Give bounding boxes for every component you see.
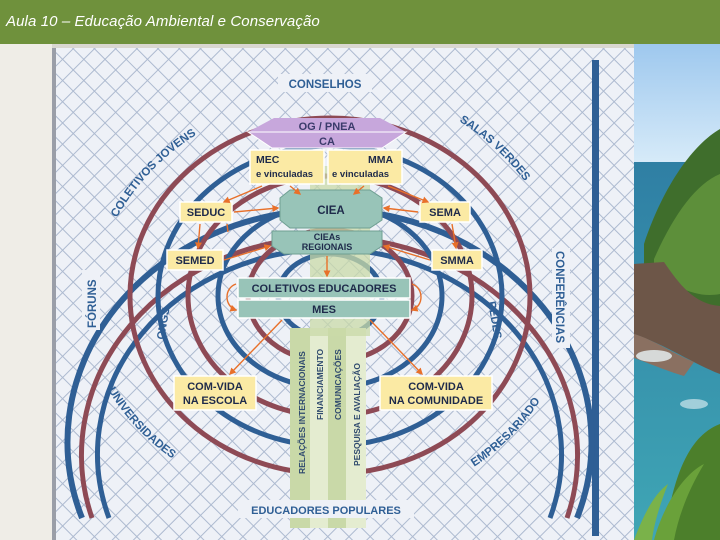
ring-label-ongs: ONGS [155, 307, 172, 341]
mma-sub-label: e vinculadas [332, 169, 389, 180]
column-relacoes [290, 328, 310, 528]
og-pnea-label: OG / PNEA [299, 121, 356, 133]
mec-sub-label: e vinculadas [256, 169, 313, 180]
column-label-pesquisa: PESQUISA E AVALIAÇÃO [352, 363, 362, 466]
comvida-escola-sub-label: NA ESCOLA [183, 395, 247, 407]
comvida-escola-label: COM-VIDA [187, 381, 243, 393]
comvida-escola-box [173, 375, 257, 411]
smma-label: SMMA [440, 255, 474, 267]
mma-label: MMA [368, 154, 393, 166]
mec-box [249, 149, 325, 185]
column-label-relacoes: RELAÇÕES INTERNACIONAIS [297, 351, 307, 474]
ring-label-foruns: FÓRUNS [86, 279, 99, 328]
sema-label: SEMA [429, 207, 461, 219]
environmental-education-diagram: CONSELHOS OG / PNEA CA MEC e vinculadas … [52, 48, 634, 540]
coastal-photo [634, 44, 720, 540]
smma-box [431, 249, 483, 271]
conselhos-label: CONSELHOS [289, 79, 362, 91]
ring-label-conferencias: CONFERÊNCIAS [553, 251, 566, 343]
comvida-comunidade-label: COM-VIDA [408, 381, 464, 393]
educadores-populares-label: EDUCADORES POPULARES [251, 505, 401, 517]
ciea-box [279, 189, 383, 229]
title-bar: Aula 10 – Educação Ambiental e Conservaç… [0, 0, 720, 44]
ca-shape [246, 131, 408, 149]
header-divider [0, 44, 720, 50]
column-pesquisa [346, 328, 366, 528]
comvida-comunidade-sub-label: NA COMUNIDADE [389, 395, 483, 407]
ca-label: CA [319, 136, 335, 148]
ciea-label: CIEA [317, 205, 344, 217]
cieas-sub-label: REGIONAIS [302, 242, 353, 252]
frame-left [52, 48, 56, 540]
column-comunicacoes [328, 328, 346, 528]
column-financiamento [310, 328, 328, 528]
educadores-populares-box [238, 500, 414, 518]
cieas-box [271, 230, 383, 255]
sema-box [419, 201, 471, 223]
mes-box [237, 299, 411, 319]
og-pnea-shape [248, 118, 406, 132]
seduc-label: SEDUC [187, 207, 226, 219]
coletivos-educadores-label: COLETIVOS EDUCADORES [252, 283, 397, 295]
mes-label: MES [312, 304, 336, 316]
semed-label: SEMED [175, 255, 214, 267]
frame-bar [592, 60, 599, 536]
comvida-comunidade-box [379, 375, 493, 411]
mec-label: MEC [256, 154, 280, 166]
semed-box [166, 249, 224, 271]
column-label-comunicacoes: COMUNICAÇÕES [333, 349, 343, 420]
flow-arrows [194, 185, 459, 376]
column-label-financiamento: FINANCIAMENTO [315, 348, 325, 420]
left-margin [0, 44, 52, 540]
cieas-label: CIEAs [314, 232, 341, 242]
seduc-box [179, 201, 233, 223]
mma-box [327, 149, 403, 185]
slide-title: Aula 10 – Educação Ambiental e Conservaç… [6, 13, 320, 30]
conselhos-box [278, 74, 372, 92]
coletivos-educadores-box [237, 277, 411, 299]
